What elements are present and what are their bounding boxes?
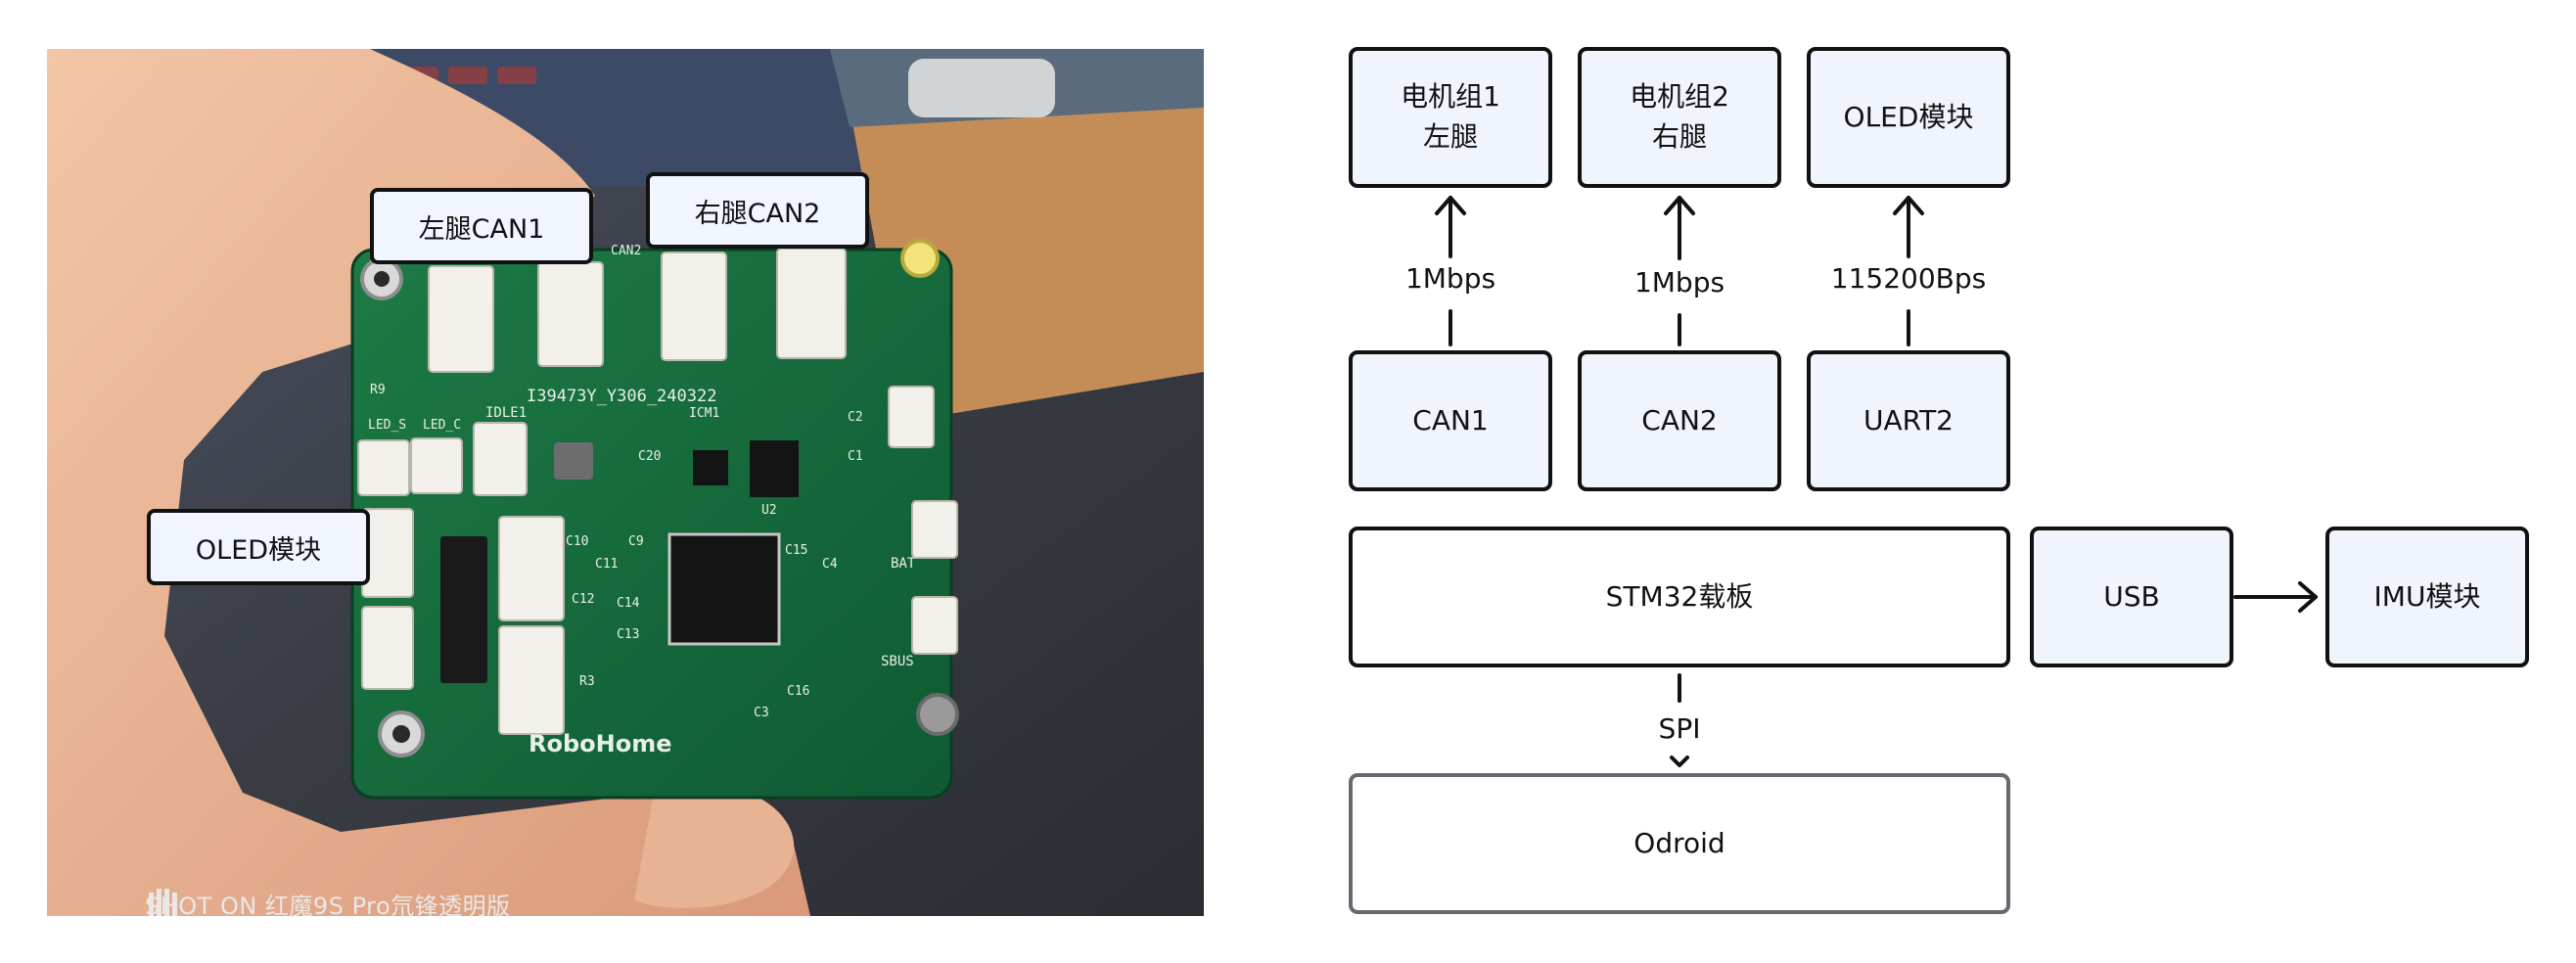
silk-c2: C2 [848,410,863,425]
stm32-carrier-label: STM32载板 [1605,579,1754,613]
silk-led-s: LED_S [368,418,406,433]
silk-icm1: ICM1 [689,406,719,421]
silk-bat: BAT [891,556,916,572]
uart2-label: UART2 [1863,403,1954,436]
silk-r3: R3 [579,674,595,689]
silk-c15: C15 [785,543,807,558]
arrowhead-oled [1893,196,1924,215]
silk-board-id: I39473Y_Y306_240322 [527,387,716,406]
motor-group-2-title: 电机组2 [1630,80,1729,114]
mcu-chip [667,532,781,646]
silk-c10: C10 [566,534,588,549]
u2-chip [750,440,799,497]
callout-left-leg-can1-text: 左腿CAN1 [418,213,545,245]
callout-oled-text: OLED模块 [195,534,322,566]
silk-can2: CAN2 [611,244,641,258]
silk-r9: R9 [370,383,386,397]
top-connectors [428,248,847,373]
oled-module-label: OLED模块 [1843,100,1974,133]
motor-group-2-box: 电机组2 右腿 [1578,47,1781,188]
hand [47,49,810,916]
odroid-label: Odroid [1633,826,1725,859]
buzzer [554,442,593,480]
arrowhead-imu [2298,581,2318,613]
mount-hole-tr [900,239,940,278]
silk-idle1: IDLE1 [485,405,527,421]
mount-hole-br [916,693,959,736]
oled-module-box: OLED模块 [1807,47,2010,188]
can2-label: CAN2 [1641,403,1718,436]
link-can2-rate: 1Mbps [1633,266,1725,298]
imu-module-box: IMU模块 [2325,527,2529,667]
usb-box: USB [2030,527,2233,667]
callout-oled: OLED模块 [147,509,370,585]
can1-box: CAN1 [1349,350,1552,491]
motor-group-2-subtitle: 右腿 [1651,120,1707,153]
link-uart2-rate: 115200Bps [1830,262,1987,295]
silk-c13: C13 [617,627,639,642]
silk-sbus: SBUS [881,654,914,669]
silk-c4: C4 [822,557,838,572]
camera-watermark: SHOT ON 红魔9S Pro氘锋透明版 [145,887,511,916]
callout-right-leg-can2-text: 右腿CAN2 [694,198,821,229]
motor-group-1-subtitle: 左腿 [1422,120,1478,153]
silk-c9: C9 [628,534,644,549]
usb-label: USB [2103,579,2160,613]
imu-chip [693,450,728,485]
silk-c14: C14 [617,596,640,611]
link-spi-label: SPI [1658,712,1701,745]
imu-module-label: IMU模块 [2373,579,2481,613]
can1-label: CAN1 [1412,403,1489,436]
pcb-photo: I39473Y_Y306_240322 CAN2 IDLE1 LED_S LED… [47,49,1204,916]
motor-group-1-box: 电机组1 左腿 [1349,47,1552,188]
silkscreen: I39473Y_Y306_240322 CAN2 IDLE1 LED_S LED… [368,244,916,757]
silk-c16: C16 [787,684,809,699]
silk-c11: C11 [595,557,618,572]
side-connectors [357,386,958,735]
silk-c3: C3 [754,706,769,720]
motor-group-1-title: 电机组1 [1401,80,1500,114]
brand-logo-icon [149,889,177,916]
watermark-text: SHOT ON 红魔9S Pro氘锋透明版 [145,893,511,916]
silk-led-c: LED_C [423,418,461,433]
mug [908,59,1055,117]
silk-c1: C1 [848,449,863,464]
arrowhead-motor2 [1664,196,1695,215]
pin-header [440,536,487,683]
arrowhead-motor1 [1435,196,1466,215]
can2-box: CAN2 [1578,350,1781,491]
silk-u2: U2 [761,503,777,518]
thumb [634,783,795,908]
pcb-photo-illustration: I39473Y_Y306_240322 CAN2 IDLE1 LED_S LED… [47,49,1204,916]
odroid-box: Odroid [1349,773,2010,914]
link-can1-rate: 1Mbps [1404,262,1496,295]
silk-c20: C20 [638,449,661,464]
uart2-box: UART2 [1807,350,2010,491]
callout-right-leg-can2: 右腿CAN2 [646,172,869,249]
callout-left-leg-can1: 左腿CAN1 [370,188,593,264]
silk-c12: C12 [572,592,594,607]
silk-brand: RoboHome [529,730,672,757]
stm32-carrier-box: STM32载板 [1349,527,2010,667]
arrowhead-odroid [1670,756,1689,767]
